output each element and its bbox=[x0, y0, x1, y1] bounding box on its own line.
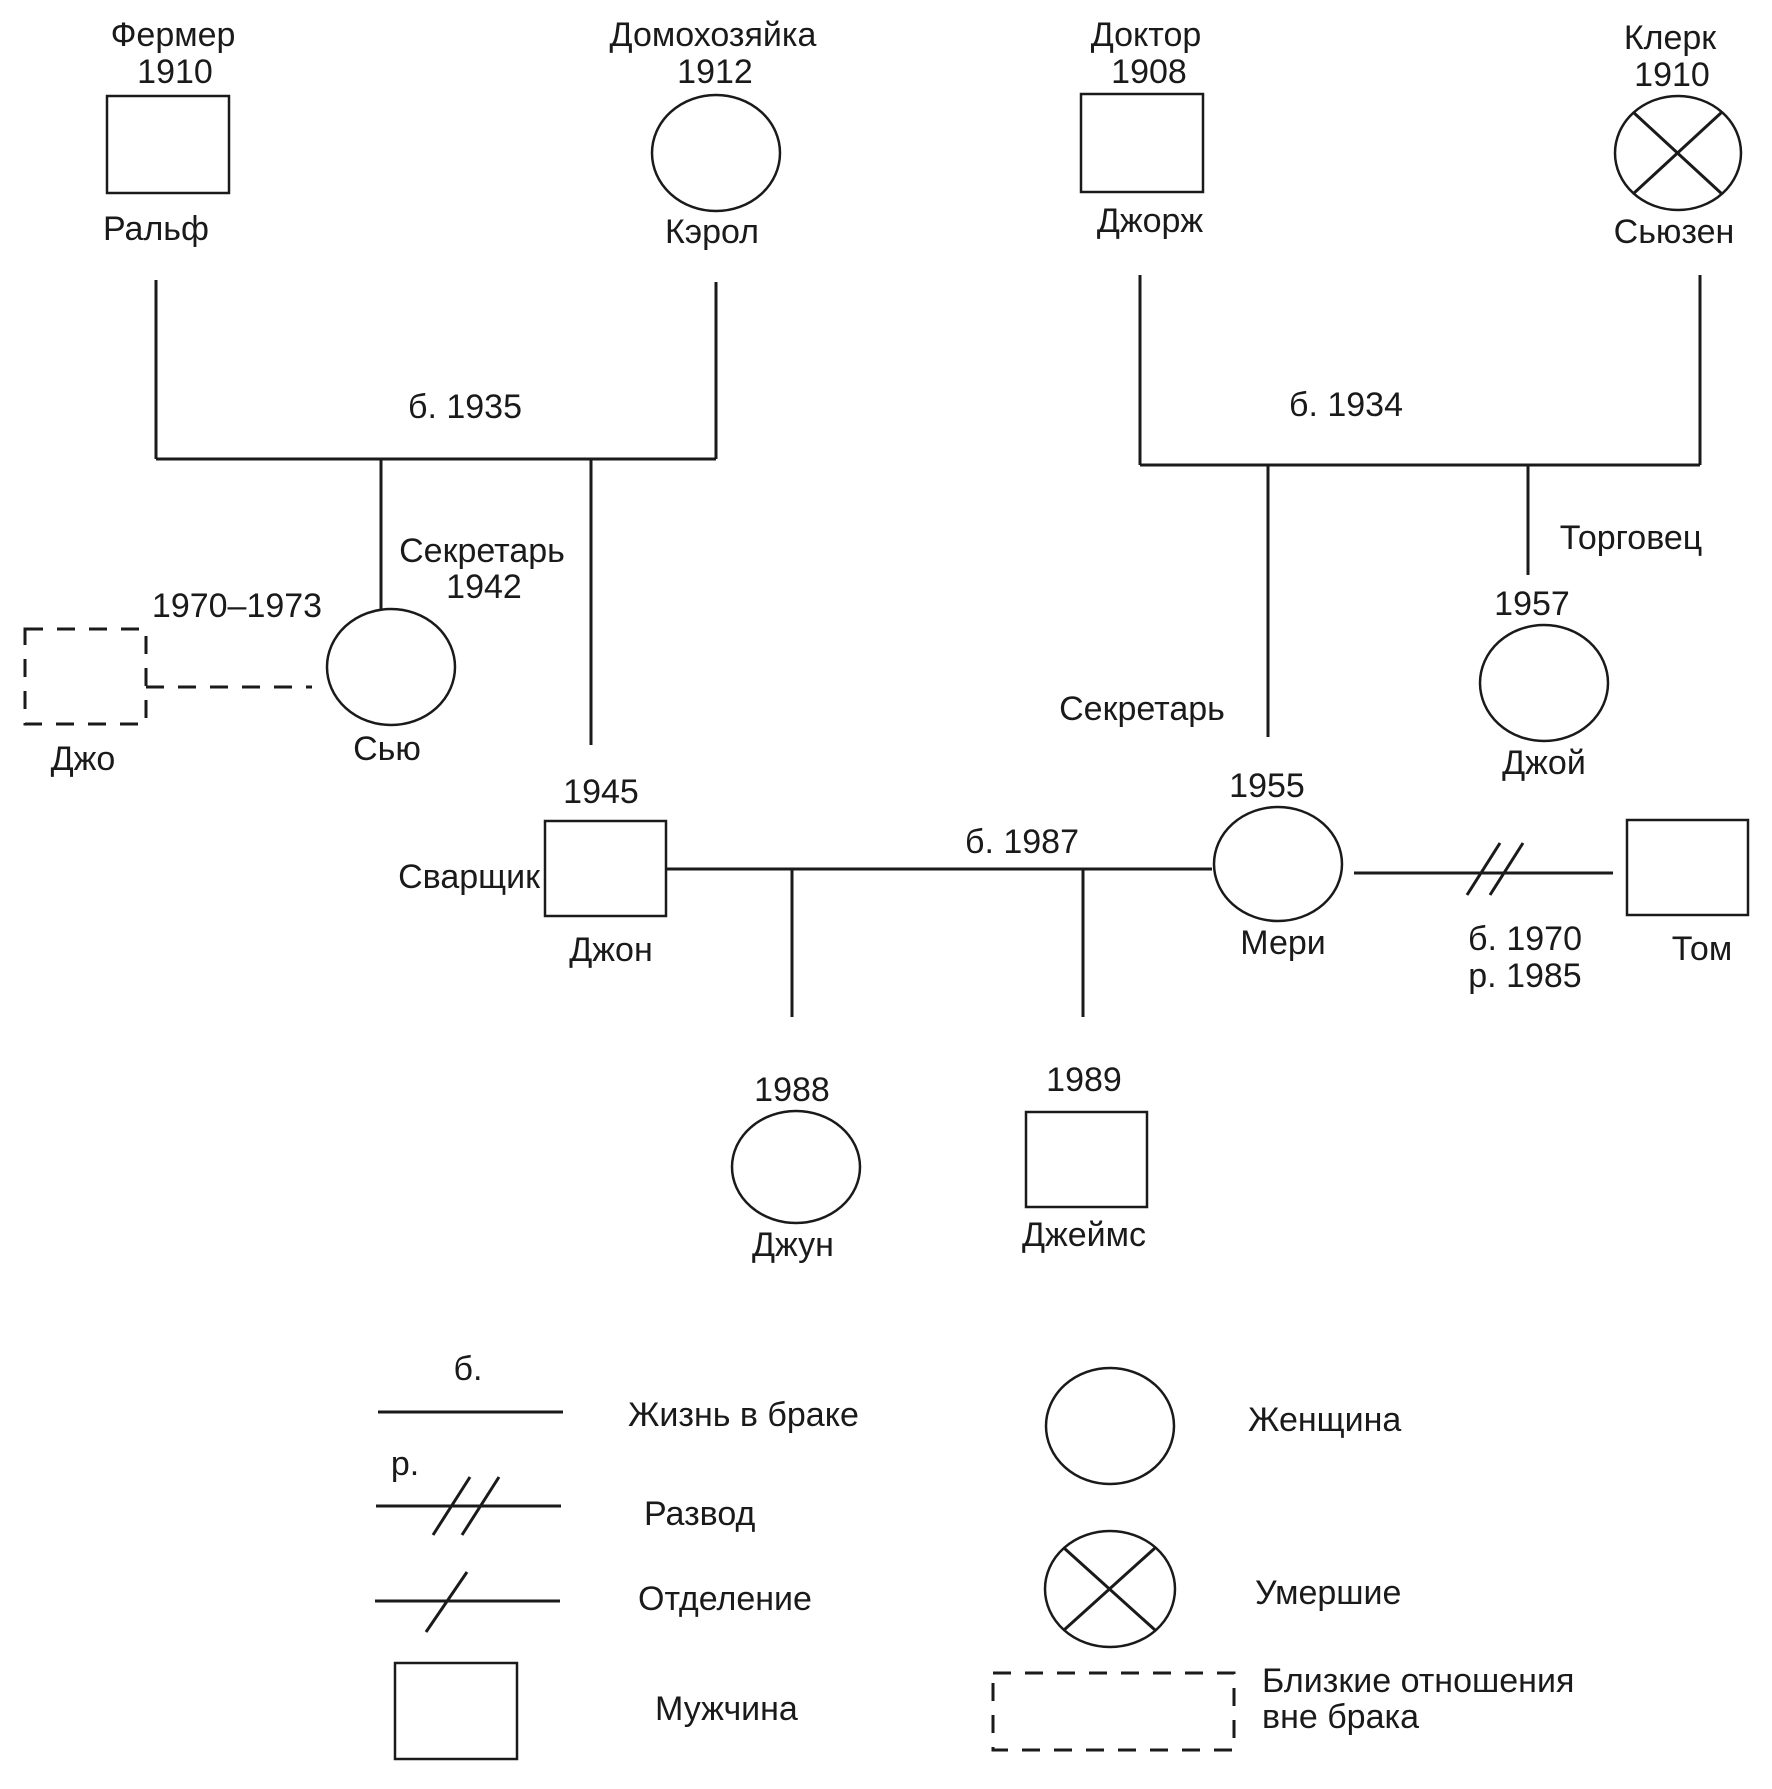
legend-married-label: Жизнь в браке bbox=[628, 1396, 859, 1434]
legend-separation: Отделение bbox=[375, 1571, 812, 1633]
ralph-occupation: Фермер bbox=[111, 16, 236, 54]
divorce-mary-tom: б. 1970 р. 1985 bbox=[1354, 842, 1613, 995]
legend-female: Женщина bbox=[1044, 1366, 1401, 1486]
divorce-slash-a bbox=[1465, 842, 1502, 896]
legend-cohabitation-symbol bbox=[991, 1671, 1236, 1752]
june-female-symbol bbox=[730, 1109, 862, 1225]
tom-name: Том bbox=[1672, 930, 1732, 968]
legend-married: б. Жизнь в браке bbox=[378, 1350, 859, 1434]
divorce-mary-tom-divorced-label: р. 1985 bbox=[1468, 957, 1581, 995]
ralph-male-symbol bbox=[105, 94, 231, 195]
john-male-symbol bbox=[543, 819, 668, 918]
legend-male-symbol bbox=[393, 1661, 519, 1761]
legend-male-label: Мужчина bbox=[655, 1690, 798, 1728]
ralph-year: 1910 bbox=[137, 53, 213, 91]
legend-deceased-cross-b bbox=[1062, 1546, 1157, 1632]
carol-occupation: Домохозяйка bbox=[610, 16, 817, 54]
legend-divorce: р. Развод bbox=[376, 1445, 756, 1536]
legend-cohabitation: Близкие отношения вне брака bbox=[991, 1662, 1574, 1752]
person-carol: Домохозяйка 1912 Кэрол bbox=[610, 16, 817, 251]
john-occupation: Сварщик bbox=[398, 858, 541, 896]
divorce-slash-b bbox=[1488, 842, 1525, 896]
john-name: Джон bbox=[569, 931, 652, 969]
person-mary: Секретарь 1955 Мери bbox=[1059, 690, 1344, 962]
legend-separation-label: Отделение bbox=[638, 1580, 812, 1618]
june-year: 1988 bbox=[754, 1071, 830, 1109]
george-male-symbol bbox=[1079, 92, 1205, 194]
susan-year: 1910 bbox=[1634, 56, 1710, 94]
joy-female-symbol bbox=[1478, 623, 1610, 743]
person-tom: Том bbox=[1625, 818, 1750, 968]
person-john: 1945 Сварщик Джон bbox=[398, 773, 668, 969]
george-occupation: Доктор bbox=[1091, 16, 1202, 54]
sue-occupation: Секретарь bbox=[399, 532, 565, 570]
mary-occupation: Секретарь bbox=[1059, 690, 1225, 728]
legend-female-label: Женщина bbox=[1248, 1401, 1401, 1439]
susan-cross-line-b bbox=[1631, 110, 1724, 196]
person-james: 1989 Джеймс bbox=[1022, 1061, 1149, 1254]
sue-year: 1942 bbox=[446, 568, 522, 606]
person-june: 1988 Джун bbox=[730, 1071, 862, 1264]
legend-cohabitation-label-line2: вне брака bbox=[1262, 1698, 1419, 1736]
susan-occupation: Клерк bbox=[1624, 19, 1717, 57]
marriage-john-mary: б. 1987 bbox=[666, 823, 1212, 1017]
susan-name: Сьюзен bbox=[1614, 213, 1735, 251]
joy-name: Джой bbox=[1502, 744, 1586, 782]
legend-divorce-label: Развод bbox=[644, 1495, 756, 1533]
person-george: Доктор 1908 Джорж bbox=[1079, 16, 1205, 240]
james-name: Джеймс bbox=[1022, 1216, 1146, 1254]
george-name: Джорж bbox=[1097, 202, 1204, 240]
joy-occupation: Торговец bbox=[1560, 519, 1703, 557]
legend-married-abbr: б. bbox=[454, 1350, 483, 1388]
marriage-george-susan-label: б. 1934 bbox=[1289, 386, 1403, 424]
jo-cohabitation-symbol bbox=[23, 627, 148, 726]
sue-name: Сью bbox=[353, 730, 421, 768]
mary-year: 1955 bbox=[1229, 767, 1305, 805]
legend-deceased: Умершие bbox=[1043, 1529, 1401, 1649]
marriage-george-susan: б. 1934 bbox=[1138, 275, 1702, 737]
legend-divorce-abbr: р. bbox=[391, 1445, 419, 1483]
marriage-john-mary-label: б. 1987 bbox=[965, 823, 1079, 861]
divorce-mary-tom-married-label: б. 1970 bbox=[1468, 920, 1582, 958]
joy-year: 1957 bbox=[1494, 585, 1570, 623]
carol-female-symbol bbox=[650, 93, 782, 213]
person-jo: Джо bbox=[23, 627, 148, 778]
person-joy: Торговец 1957 Джой bbox=[1478, 519, 1703, 782]
legend: б. Жизнь в браке р. Развод Отделение Муж… bbox=[375, 1350, 1574, 1761]
person-ralph: Фермер 1910 Ральф bbox=[103, 16, 235, 248]
relation-sue-jo: 1970–1973 bbox=[146, 587, 322, 689]
marriage-ralph-carol-label: б. 1935 bbox=[408, 388, 522, 426]
john-year: 1945 bbox=[563, 773, 639, 811]
tom-male-symbol bbox=[1625, 818, 1750, 917]
jo-name: Джо bbox=[51, 740, 116, 778]
legend-divorce-slash-a bbox=[431, 1476, 472, 1536]
james-year: 1989 bbox=[1046, 1061, 1122, 1099]
mary-name: Мери bbox=[1240, 924, 1326, 962]
legend-female-symbol bbox=[1044, 1366, 1176, 1486]
mary-female-symbol bbox=[1212, 805, 1344, 923]
june-name: Джун bbox=[752, 1226, 834, 1264]
legend-separation-slash bbox=[424, 1571, 469, 1633]
legend-cohabitation-label-line1: Близкие отношения bbox=[1262, 1662, 1574, 1700]
sue-female-symbol bbox=[325, 607, 457, 727]
legend-divorce-slash-b bbox=[460, 1476, 501, 1536]
person-susan: Клерк 1910 Сьюзен bbox=[1614, 19, 1743, 251]
legend-deceased-label: Умершие bbox=[1255, 1574, 1401, 1612]
person-sue: Секретарь 1942 Сью bbox=[325, 532, 565, 768]
marriage-ralph-carol: б. 1935 bbox=[154, 280, 718, 745]
carol-year: 1912 bbox=[677, 53, 753, 91]
james-male-symbol bbox=[1024, 1110, 1149, 1209]
carol-name: Кэрол bbox=[665, 213, 759, 251]
legend-male: Мужчина bbox=[393, 1661, 798, 1761]
ralph-name: Ральф bbox=[103, 210, 209, 248]
relation-sue-jo-label: 1970–1973 bbox=[152, 587, 322, 625]
george-year: 1908 bbox=[1111, 53, 1187, 91]
